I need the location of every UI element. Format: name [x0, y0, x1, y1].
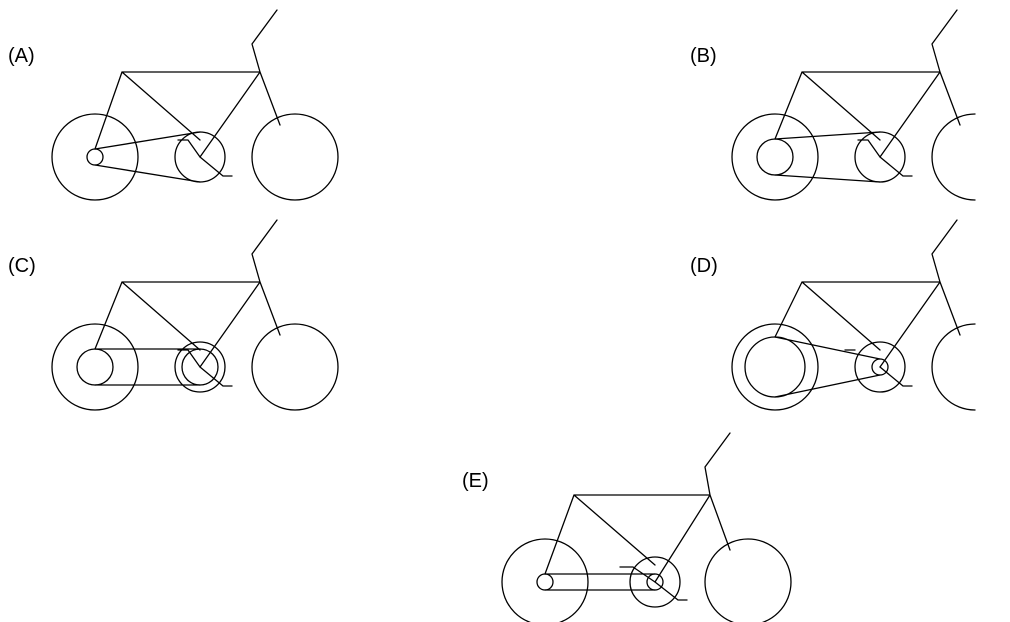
- rear-sprocket: [86, 148, 104, 166]
- frame: [94, 219, 281, 368]
- rear-wheel: [731, 323, 819, 411]
- rear-sprocket: [536, 573, 554, 591]
- rear-sprocket: [744, 336, 806, 398]
- option-e-label: (E): [462, 470, 489, 492]
- chain-top: [774, 131, 881, 140]
- chain-top: [774, 336, 881, 360]
- front-wheel: [251, 323, 339, 411]
- chain-bottom: [774, 374, 881, 398]
- option-c: (C): [8, 219, 339, 411]
- frame: [774, 9, 961, 158]
- option-d: (D): [690, 219, 976, 411]
- bicycle-c: [51, 219, 339, 411]
- chainring: [629, 556, 681, 608]
- rear-wheel: [501, 538, 589, 622]
- rear-wheel: [731, 113, 819, 201]
- chain-bottom: [774, 174, 881, 183]
- crank-pedals: [844, 349, 913, 387]
- option-d-label: (D): [690, 255, 718, 277]
- rear-wheel: [51, 323, 139, 411]
- bicycle-b: [731, 9, 976, 201]
- option-a: (A): [8, 9, 339, 201]
- front-wheel: [704, 538, 792, 622]
- option-e: (E): [462, 432, 792, 622]
- option-b: (B): [690, 9, 976, 201]
- option-a-label: (A): [8, 45, 35, 67]
- chain-bottom: [94, 164, 201, 183]
- frame: [94, 9, 281, 158]
- frame: [544, 432, 731, 583]
- bicycle-a: [51, 9, 339, 201]
- crank-pedals: [619, 566, 688, 601]
- rear-sprocket: [756, 138, 794, 176]
- chain-top: [94, 131, 201, 150]
- chainring-outer: [174, 341, 226, 393]
- front-wheel: [251, 113, 339, 201]
- option-c-label: (C): [8, 255, 36, 277]
- crank-pedals: [177, 139, 233, 177]
- front-wheel: [931, 113, 976, 201]
- crank-pedals: [177, 349, 233, 387]
- rear-sprocket: [76, 348, 114, 386]
- front-wheel: [931, 323, 976, 411]
- bicycle-e: [501, 432, 792, 622]
- crank-pedals: [857, 139, 913, 177]
- rear-wheel: [51, 113, 139, 201]
- frame: [774, 219, 961, 368]
- chainring: [854, 341, 906, 393]
- bicycle-d: [731, 219, 976, 411]
- option-b-label: (B): [690, 45, 717, 67]
